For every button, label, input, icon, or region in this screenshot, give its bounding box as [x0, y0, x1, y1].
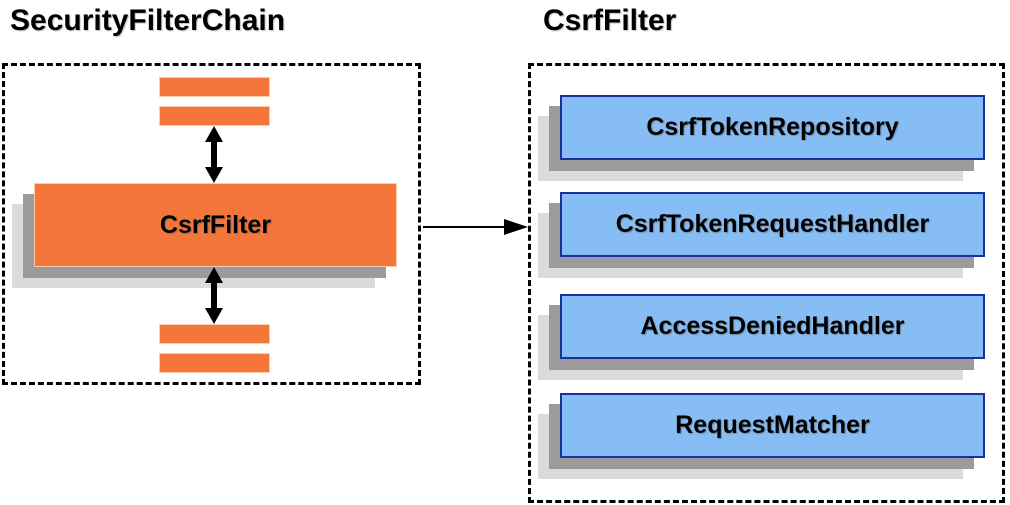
component-node-access-denied-handler: AccessDeniedHandler	[538, 294, 985, 380]
component-node-label: CsrfTokenRequestHandler	[560, 192, 985, 257]
component-node-label: AccessDeniedHandler	[560, 294, 985, 359]
security-filter-chain-title: SecurityFilterChain	[10, 4, 286, 37]
component-node-request-matcher: RequestMatcher	[538, 393, 985, 479]
component-node-label: CsrfTokenRepository	[560, 95, 985, 160]
filter-placeholder-bar	[159, 77, 270, 97]
component-node-csrf-token-request-handler: CsrfTokenRequestHandler	[538, 192, 985, 278]
filter-placeholder-bar	[159, 324, 270, 344]
csrf-filter-node-label: CsrfFilter	[34, 183, 397, 267]
arrow-right-icon	[423, 218, 528, 236]
component-node-label: RequestMatcher	[560, 393, 985, 458]
security-filter-chain-box	[2, 63, 421, 385]
double-arrow-icon	[203, 126, 225, 183]
csrf-filter-box	[528, 63, 1005, 503]
csrf-filter-node: CsrfFilter	[12, 183, 397, 288]
component-node-csrf-token-repository: CsrfTokenRepository	[538, 95, 985, 181]
filter-placeholder-bar	[159, 353, 270, 373]
csrf-filter-title: CsrfFilter	[543, 4, 677, 37]
filter-placeholder-bar	[159, 106, 270, 126]
double-arrow-icon	[203, 267, 225, 324]
